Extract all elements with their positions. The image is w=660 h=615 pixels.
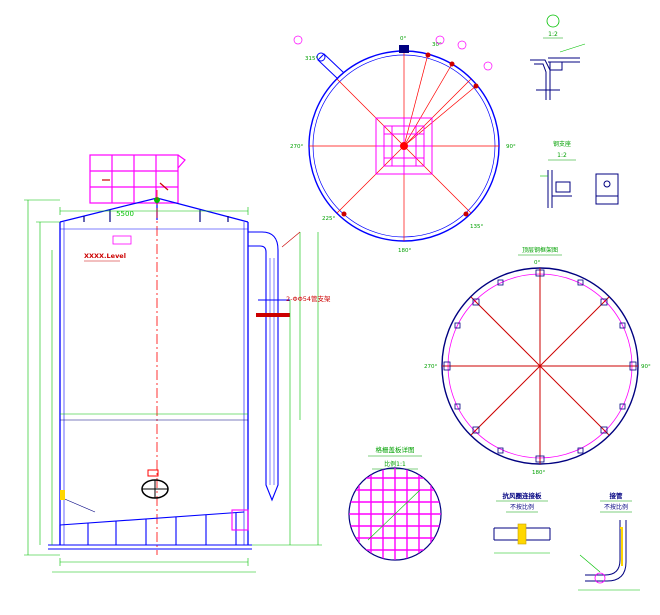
grating-leader xyxy=(367,489,421,541)
roof-centre-mark xyxy=(154,190,160,555)
tank-shell xyxy=(59,222,249,545)
roof-plan-cleats xyxy=(443,269,637,463)
detail-4-callout xyxy=(594,572,606,584)
detail-4-weld xyxy=(620,527,623,566)
detail-3-title: 抗风圈连接板 xyxy=(503,491,543,500)
top-dimension: 5500 xyxy=(116,210,134,218)
tank-roof xyxy=(59,197,249,223)
detail-1-drawing xyxy=(530,57,580,100)
detail-1: 1:2 xyxy=(530,14,586,100)
plan-tag-circles xyxy=(293,35,493,71)
detail-1-scale: 1:2 xyxy=(548,31,558,38)
detail-4-drawing xyxy=(578,520,640,591)
detail-3-weld xyxy=(517,523,527,545)
detail-4-subtitle: 不按比例 xyxy=(604,503,628,511)
svg-text:0°: 0° xyxy=(400,36,406,42)
detail-2-drawing xyxy=(547,170,619,208)
tank-top-plan-view: 0° 90° 180° 270° 315° 30° 135° 225° xyxy=(290,35,516,254)
svg-text:225°: 225° xyxy=(322,216,335,222)
tank-elevation-view: 5500 XXXX.Level 2-ΦΦ54管支架 xyxy=(24,154,331,573)
manway xyxy=(141,469,169,499)
grating-detail: 格栅盖板详图 比例1:1 xyxy=(348,445,442,561)
plan-nozzle-0 xyxy=(399,45,409,53)
svg-text:180°: 180° xyxy=(398,248,411,254)
plan-nozzle-markers xyxy=(341,52,479,217)
plan-angle-labels: 0° 90° 180° 270° 315° 30° 135° 225° xyxy=(290,36,516,254)
roof-plan-angle-labels: 0° 90° 180° 270° xyxy=(424,260,651,476)
svg-text:135°: 135° xyxy=(470,224,483,230)
detail-1-bubble xyxy=(546,14,560,28)
pipe-support-label: 2-ΦΦ54管支架 xyxy=(286,294,331,303)
detail-3: 抗风圈连接板 不按比例 xyxy=(493,491,551,554)
svg-text:180°: 180° xyxy=(532,470,545,476)
roof-label-box xyxy=(112,235,132,245)
detail-4: 接管 不按比例 xyxy=(578,491,640,591)
svg-text:270°: 270° xyxy=(424,364,437,370)
bottom-marker xyxy=(60,490,65,500)
svg-text:270°: 270° xyxy=(290,144,303,150)
detail-4-title: 接管 xyxy=(610,491,624,500)
elevation-dimensions xyxy=(24,199,322,573)
plan-centre-vent xyxy=(400,142,408,150)
roof-frame-plan: 顶层钢框架图 0° xyxy=(424,246,651,476)
roof-plan-title: 顶层钢框架图 xyxy=(522,246,558,254)
grating-detail-title: 格栅盖板详图 xyxy=(376,445,415,454)
detail-3-subtitle: 不按比例 xyxy=(510,503,534,511)
svg-text:90°: 90° xyxy=(641,364,651,370)
pipe-support-band xyxy=(256,313,290,317)
detail-2-title: 钢支座 xyxy=(553,140,571,148)
pipe-leader xyxy=(281,231,301,248)
svg-text:0°: 0° xyxy=(534,260,540,266)
grating-detail-scale: 比例1:1 xyxy=(384,460,406,468)
tank-bottom xyxy=(48,496,252,550)
detail-2: 钢支座 1:2 xyxy=(540,140,619,208)
svg-text:30°: 30° xyxy=(432,42,442,48)
external-pipe xyxy=(248,231,290,502)
detail-2-scale: 1:2 xyxy=(557,152,567,159)
plan-nozzle-315 xyxy=(316,52,345,80)
roof-plan-beams xyxy=(442,268,638,464)
detail-1-leader xyxy=(559,43,586,53)
top-platform-grating xyxy=(89,154,186,204)
svg-text:315°: 315° xyxy=(305,56,318,62)
svg-text:90°: 90° xyxy=(506,144,516,150)
level-tag: XXXX.Level xyxy=(84,252,126,260)
